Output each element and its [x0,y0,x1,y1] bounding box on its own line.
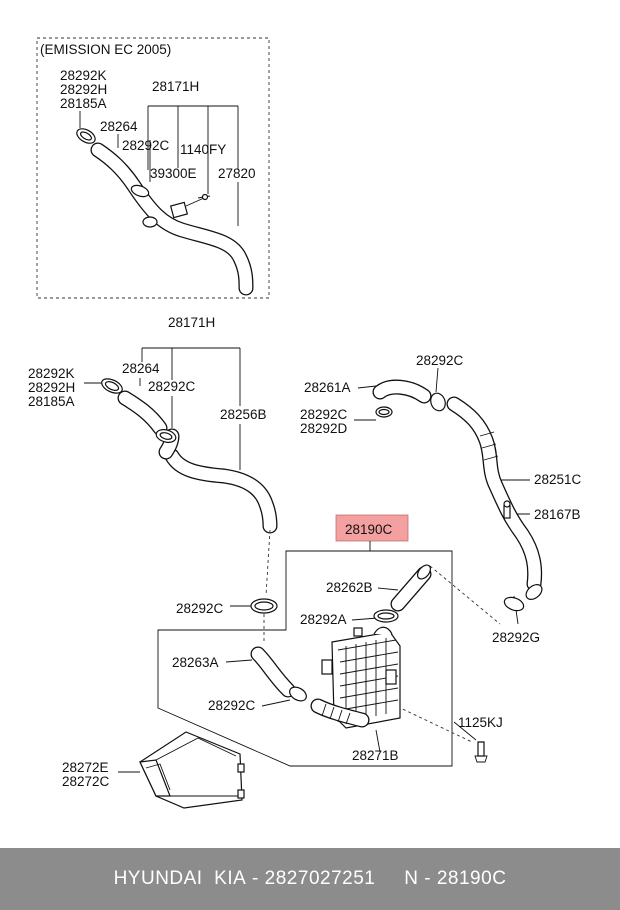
label-28271B: 28271B [352,748,399,763]
footer-separator: - [246,868,265,889]
footer-bar: HYUNDAI KIA - 2827027251 N - 28190C [0,848,620,910]
intercooler-icon [321,626,401,729]
clamp-icon [142,216,158,228]
label-1125KJ: 1125KJ [458,715,503,730]
clamp-icon [503,596,525,612]
label-28292C-lower-b: 28292C [208,698,256,713]
label-28292H: 28292H [60,82,107,97]
label-27820: 27820 [218,166,256,181]
emission-variant-box [36,37,270,299]
highlight-28190C [335,514,409,542]
label-28171H-mid: 28171H [168,315,215,330]
label-28292D: 28292D [300,421,348,436]
bracket-icon [385,669,397,685]
bolt-icon [201,193,209,201]
label-28262B: 28262B [326,580,373,595]
label-39300E: 39300E [150,166,197,181]
label-28292C-lower-a: 28292C [176,601,224,616]
label-28264-mid: 28264 [122,361,160,376]
label-28272E: 28272E [62,760,109,775]
top-group: 28292K 28292H 28185A 28171H 28264 28292C… [60,68,256,296]
bracket-icon [321,659,333,675]
label-28185A: 28185A [60,96,107,111]
air-duct-icon [139,731,245,809]
label-28292C-mid: 28292C [148,379,196,394]
clamp-icon [525,584,543,600]
footer-part-number: 2827027251 [264,868,376,889]
footer-brand: HYUNDAI KIA [113,868,247,889]
emission-box-title: (EMISSION EC 2005) [40,42,171,57]
parts-diagram: (EMISSION EC 2005) 28292K 28292H 28185A … [28,37,582,809]
label-28292A: 28292A [300,612,347,627]
label-28256B: 28256B [220,407,267,422]
label-28171H: 28171H [152,79,199,94]
label-28292H-mid: 28292H [28,380,75,395]
footer-gap [375,868,404,890]
footer-ref-prefix: N - [404,868,437,889]
label-28292K-mid: 28292K [28,366,75,381]
label-28292C-top-right: 28292C [416,353,464,368]
mid-group: 28171H 28292K 28292H 28185A 28264 28292C… [28,315,278,597]
bracket-icon [353,627,363,637]
label-28167B: 28167B [534,507,581,522]
clamp-icon [130,184,150,198]
label-28292C: 28292C [122,138,170,153]
label-28263A: 28263A [172,655,219,670]
label-28264: 28264 [100,119,138,134]
clamp-icon [430,392,446,412]
bolt-icon [503,505,511,519]
label-28185A-mid: 28185A [28,394,75,409]
right-group: 28292C 28261A 28292C 28292D 28251C 28167… [300,353,582,625]
lower-group: 28190C 28262B 28292C 28292A 28292G 28263… [62,514,540,809]
clamp-icon [289,686,307,702]
bolt-icon [477,741,485,757]
footer-ref-code: 28190C [436,868,507,889]
label-28251C: 28251C [534,472,582,487]
sensor-icon [169,201,189,219]
label-28261A: 28261A [304,380,351,395]
label-28292G: 28292G [492,630,540,645]
label-28292K: 28292K [60,68,107,83]
label-28190C: 28190C [345,522,393,537]
label-1140FY: 1140FY [180,142,226,157]
label-28292C-mid-right: 28292C [300,407,348,422]
label-28272C: 28272C [62,774,110,789]
